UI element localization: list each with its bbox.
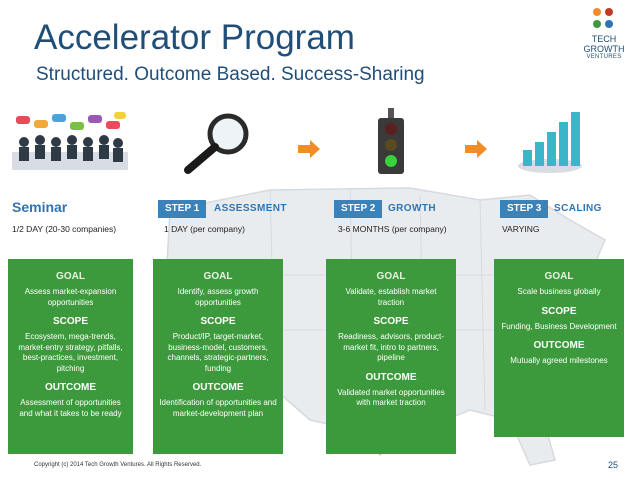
logo-subname: VENTURES <box>574 54 634 60</box>
step3-column: GOAL Scale business globally SCOPE Fundi… <box>494 259 624 437</box>
goal-text: Identify, assess growth opportunities <box>159 287 277 308</box>
step2-column: GOAL Validate, establish market traction… <box>326 259 456 454</box>
scope-text: Funding, Business Development <box>500 322 618 333</box>
goal-heading: GOAL <box>14 271 127 282</box>
step1-column: GOAL Identify, assess growth opportuniti… <box>153 259 283 454</box>
scope-heading: SCOPE <box>14 316 127 327</box>
outcome-heading: OUTCOME <box>14 382 127 393</box>
copyright-footer: Copyright (c) 2014 Tech Growth Ventures.… <box>34 462 201 468</box>
goal-heading: GOAL <box>159 271 277 282</box>
step3-name: SCALING <box>554 203 602 214</box>
magnifying-glass-icon <box>180 110 260 175</box>
goal-text: Scale business globally <box>500 287 618 298</box>
arrow-right-icon <box>298 140 320 158</box>
traffic-light-icon <box>370 108 412 178</box>
outcome-heading: OUTCOME <box>159 382 277 393</box>
arrow-right-icon <box>465 140 487 158</box>
outcome-text: Validated market opportunities with mark… <box>332 388 450 409</box>
logo-name: TECH GROWTH <box>574 34 634 54</box>
goal-text: Validate, establish market traction <box>332 287 450 308</box>
seminar-label: Seminar <box>12 199 67 215</box>
scope-text: Ecosystem, mega-trends, market-entry str… <box>14 332 127 374</box>
step3-badge: STEP 3 <box>500 200 548 218</box>
outcome-heading: OUTCOME <box>500 340 618 351</box>
scope-heading: SCOPE <box>332 316 450 327</box>
outcome-text: Identification of opportunities and mark… <box>159 398 277 419</box>
step3-duration: VARYING <box>502 224 539 234</box>
page-title: Accelerator Program <box>34 18 355 58</box>
seminar-column: GOAL Assess market-expansion opportuniti… <box>8 259 133 454</box>
outcome-text: Assessment of opportunities and what it … <box>14 398 127 419</box>
step1-name: ASSESSMENT <box>214 203 287 214</box>
scope-text: Readiness, advisors, product-market fit,… <box>332 332 450 364</box>
company-logo: TECH GROWTH VENTURES <box>574 8 634 60</box>
audience-people-icon <box>10 112 130 174</box>
goal-heading: GOAL <box>332 271 450 282</box>
scope-heading: SCOPE <box>159 316 277 327</box>
step2-name: GROWTH <box>388 203 436 214</box>
step2-badge: STEP 2 <box>334 200 382 218</box>
page-subtitle: Structured. Outcome Based. Success-Shari… <box>36 64 425 86</box>
step1-badge: STEP 1 <box>158 200 206 218</box>
scope-text: Product/IP, target-market, business-mode… <box>159 332 277 374</box>
bar-chart-growth-icon <box>515 110 585 175</box>
seminar-duration: 1/2 DAY (20-30 companies) <box>12 224 116 234</box>
outcome-text: Mutually agreed milestones <box>500 356 618 367</box>
step1-duration: 1 DAY (per company) <box>164 224 245 234</box>
scope-heading: SCOPE <box>500 306 618 317</box>
outcome-heading: OUTCOME <box>332 372 450 383</box>
goal-heading: GOAL <box>500 271 618 282</box>
page-number: 25 <box>608 460 618 470</box>
step2-duration: 3-6 MONTHS (per company) <box>338 224 447 234</box>
goal-text: Assess market-expansion opportunities <box>14 287 127 308</box>
logo-dots-icon <box>593 8 615 30</box>
